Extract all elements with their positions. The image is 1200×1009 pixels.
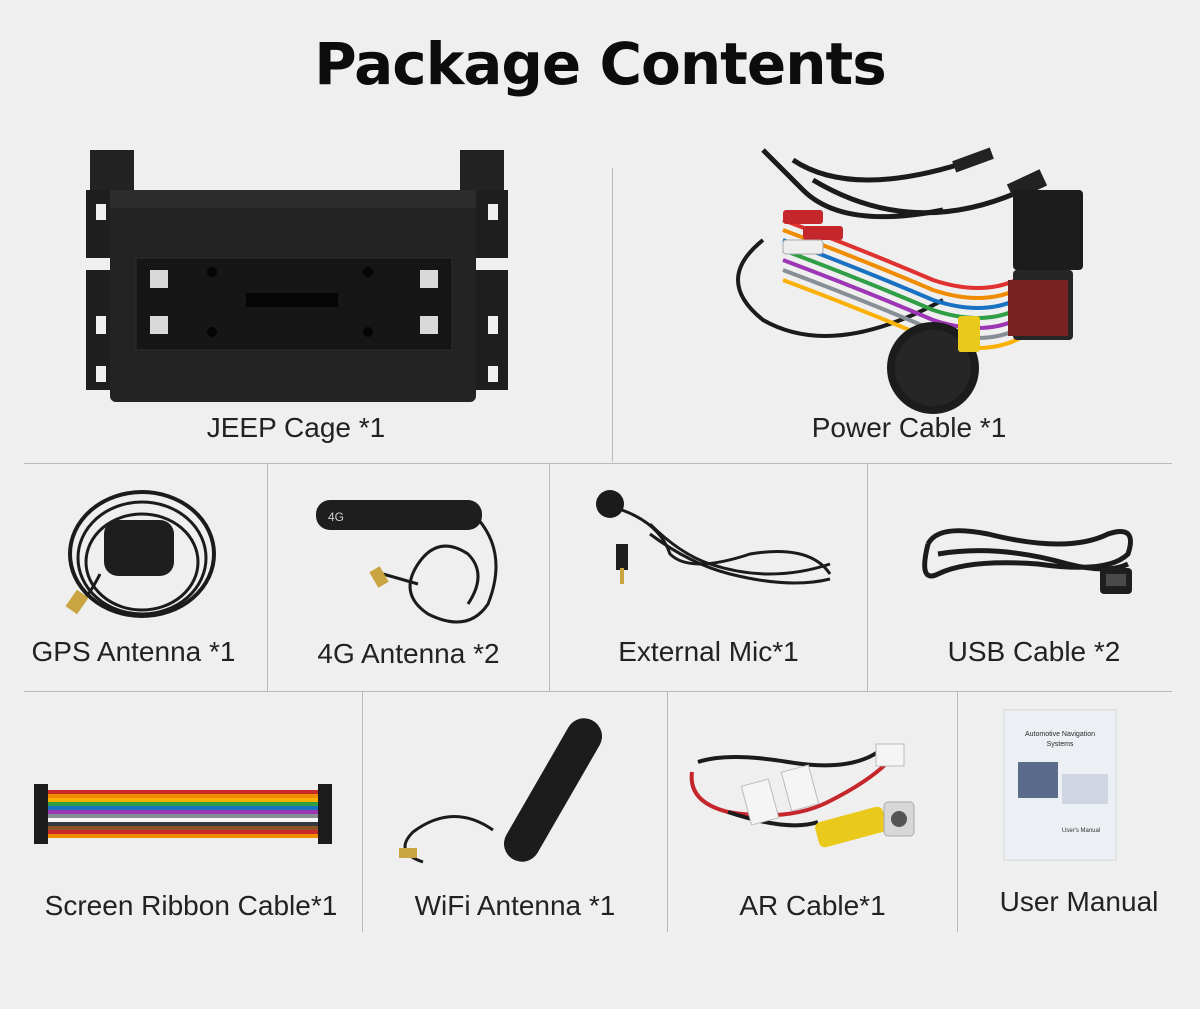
divider-row2-bottom bbox=[24, 691, 1172, 692]
item-jeep-cage: JEEP Cage *1 bbox=[0, 140, 612, 463]
caption-user-manual: User Manual bbox=[999, 886, 1159, 917]
divider-row3-v1 bbox=[362, 692, 363, 932]
item-power-cable: Power Cable *1 bbox=[613, 130, 1200, 463]
power-cable-image bbox=[736, 147, 1083, 414]
item-screen-ribbon-cable: Screen Ribbon Cable*1 bbox=[0, 692, 362, 932]
divider-row2-v3 bbox=[867, 463, 868, 691]
screen-ribbon-cable-image bbox=[34, 784, 332, 844]
wifi-antenna-image bbox=[399, 718, 602, 864]
divider-row1-v bbox=[612, 168, 613, 462]
external-mic-image bbox=[596, 490, 832, 585]
usb-cable-image bbox=[922, 528, 1133, 594]
caption-ar-cable: AR Cable*1 bbox=[739, 890, 886, 921]
page-title: Package Contents bbox=[314, 30, 887, 98]
caption-screen-ribbon-cable: Screen Ribbon Cable*1 bbox=[44, 890, 338, 921]
gps-antenna-image bbox=[65, 490, 216, 618]
jeep-cage-image bbox=[86, 150, 508, 402]
caption-usb-cable: USB Cable *2 bbox=[947, 636, 1121, 667]
item-wifi-antenna: WiFi Antenna *1 bbox=[363, 692, 667, 932]
4g-antenna-text: 4G bbox=[328, 510, 344, 524]
caption-wifi-antenna: WiFi Antenna *1 bbox=[414, 890, 616, 921]
caption-external-mic: External Mic*1 bbox=[618, 636, 799, 667]
caption-jeep-cage: JEEP Cage *1 bbox=[206, 412, 386, 443]
user-manual-image: Automotive Navigation Systems User's Man… bbox=[1003, 709, 1117, 861]
item-external-mic: External Mic*1 bbox=[550, 464, 867, 691]
divider-row3-v2 bbox=[667, 692, 668, 932]
manual-title-line1: Automotive Navigation bbox=[1025, 731, 1095, 738]
item-4g-antenna: 4G 4G Antenna *2 bbox=[268, 464, 549, 691]
item-ar-cable: AR Cable*1 bbox=[668, 692, 957, 932]
divider-row3-v3 bbox=[957, 692, 958, 932]
manual-subtitle: User's Manual bbox=[1062, 828, 1100, 834]
divider-row2-v2 bbox=[549, 463, 550, 691]
ar-cable-image bbox=[689, 743, 915, 848]
item-usb-cable: USB Cable *2 bbox=[868, 464, 1200, 691]
item-gps-antenna: GPS Antenna *1 bbox=[0, 464, 267, 691]
item-user-manual: Automotive Navigation Systems User's Man… bbox=[958, 692, 1200, 932]
caption-gps-antenna: GPS Antenna *1 bbox=[31, 636, 236, 667]
divider-row2-v1 bbox=[267, 463, 268, 691]
4g-antenna-image: 4G bbox=[316, 500, 498, 624]
manual-title-line2: Systems bbox=[1047, 741, 1074, 748]
divider-row1-bottom bbox=[24, 463, 1172, 464]
caption-power-cable: Power Cable *1 bbox=[811, 412, 1007, 443]
caption-4g-antenna: 4G Antenna *2 bbox=[317, 638, 500, 669]
